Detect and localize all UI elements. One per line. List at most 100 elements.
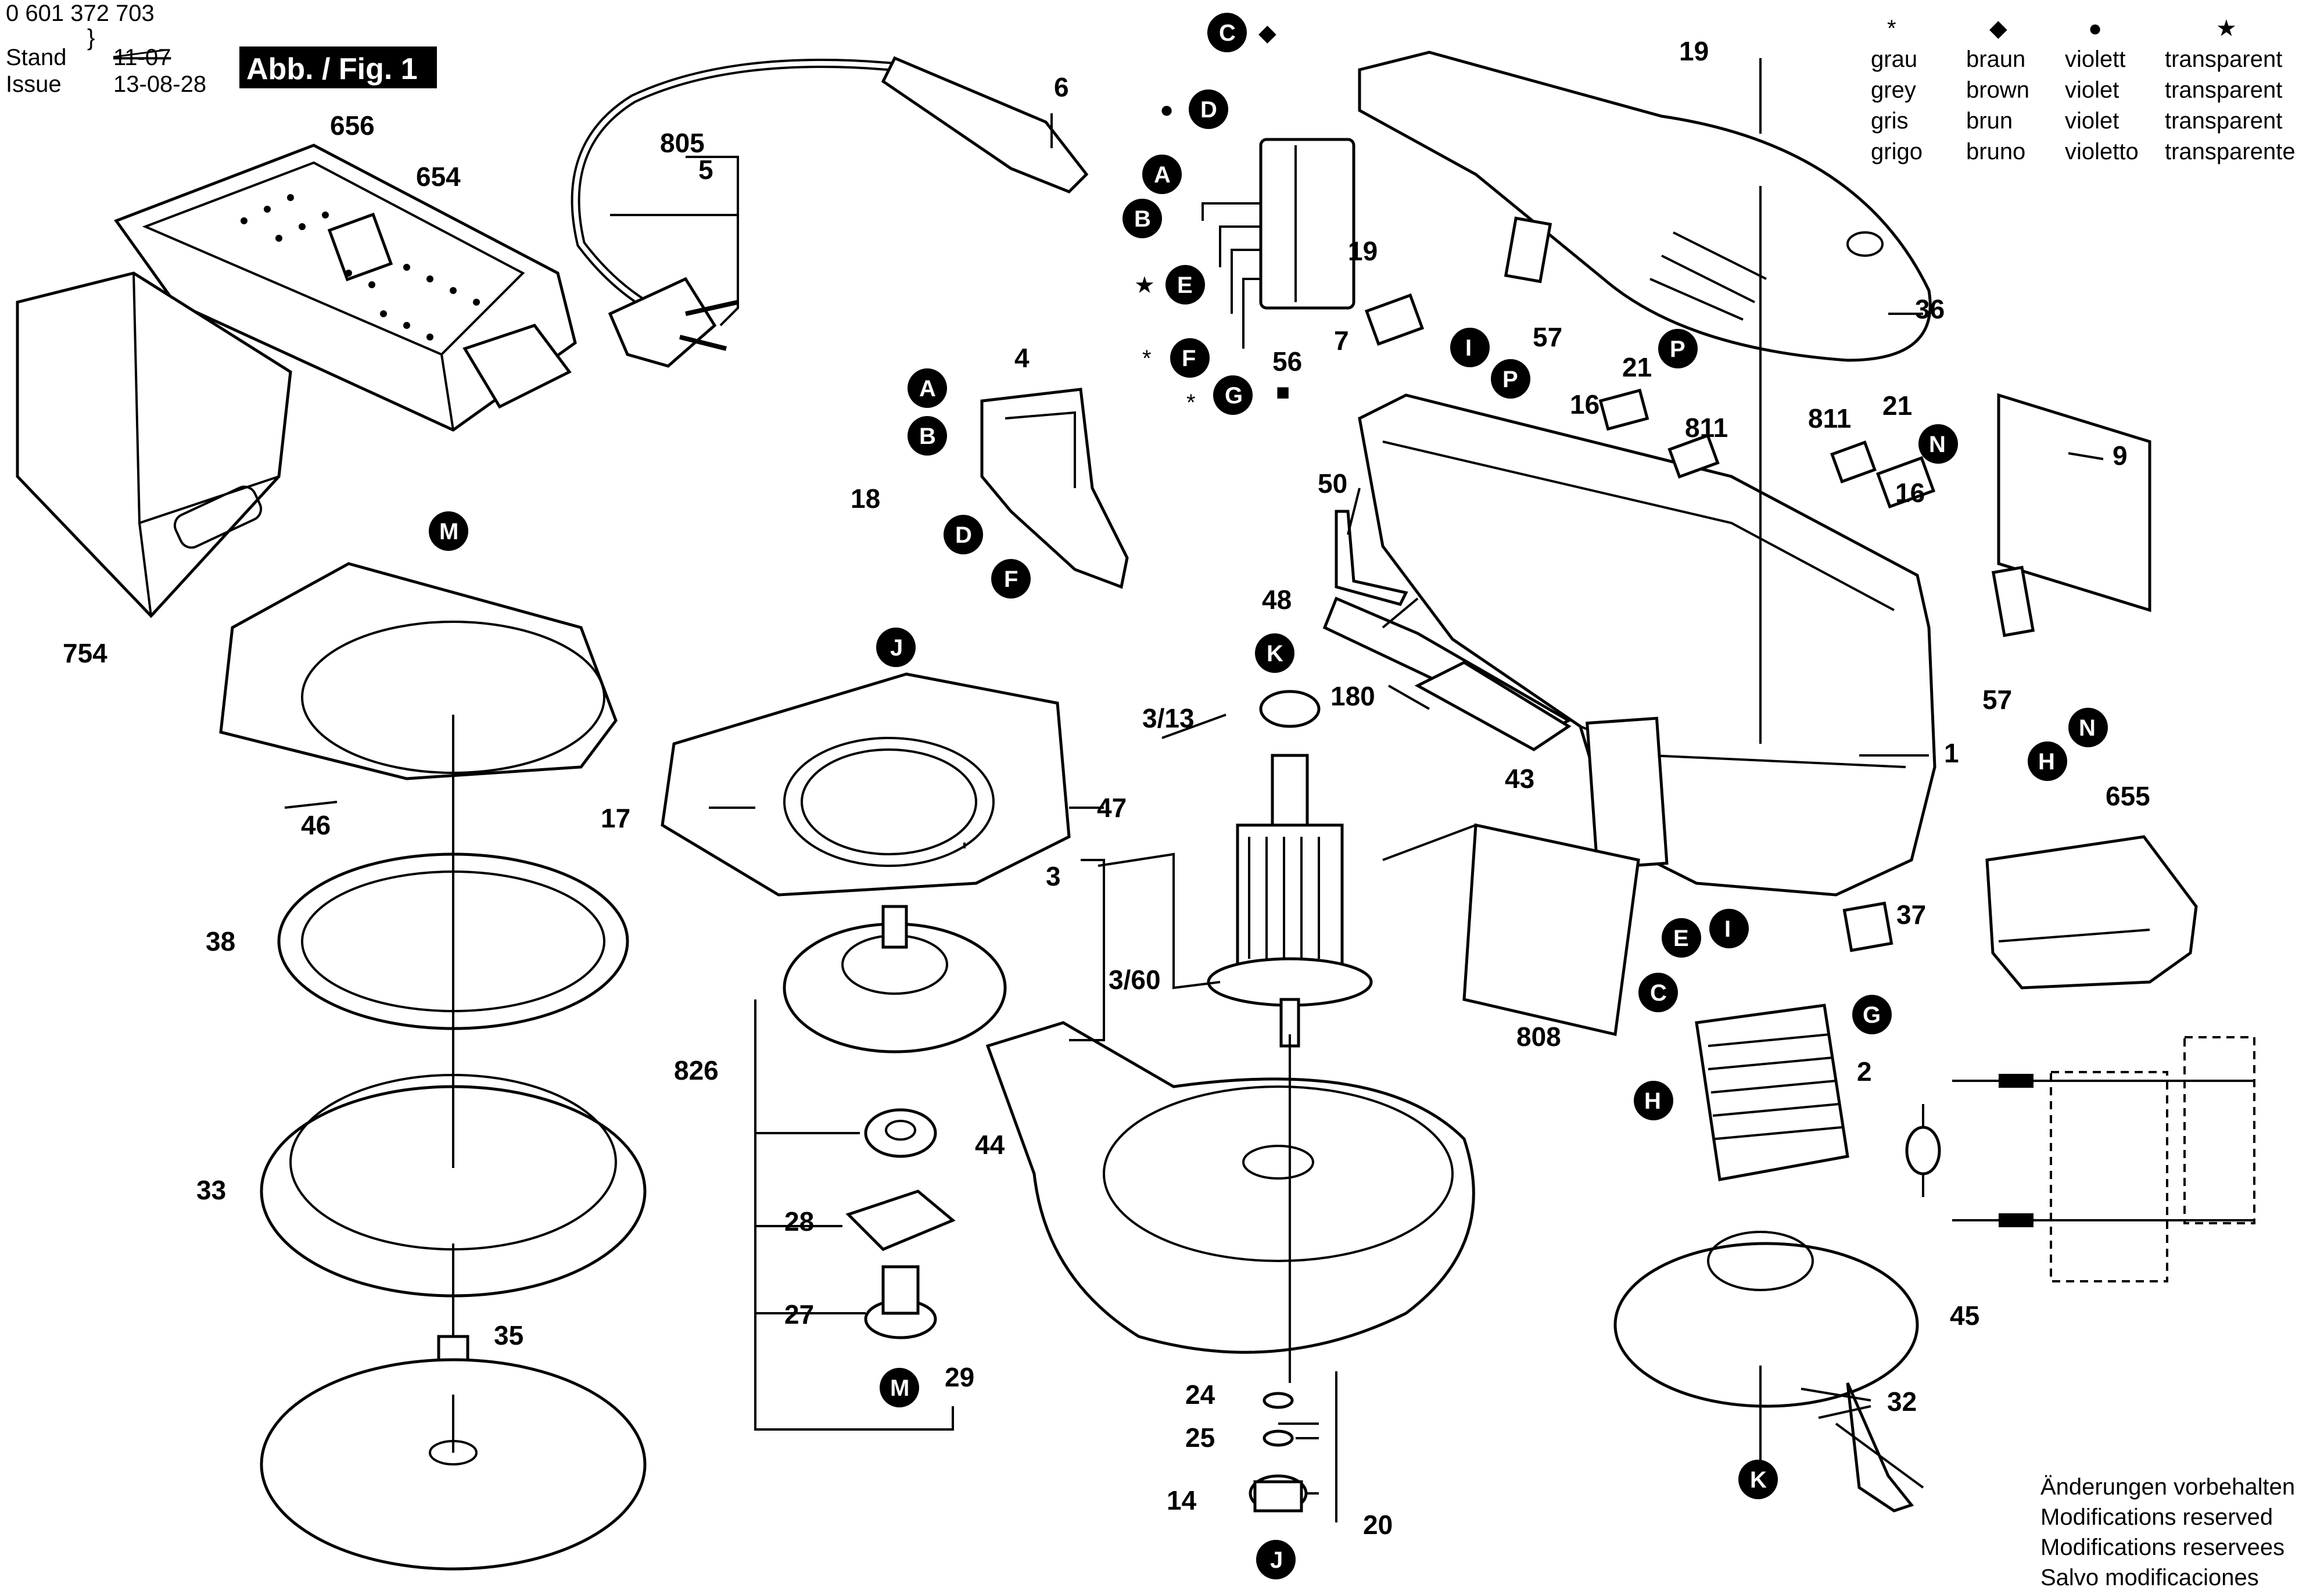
svg-text:M: M	[439, 519, 458, 544]
svg-text:P: P	[1502, 367, 1518, 392]
part-label-27: 27	[784, 1299, 814, 1330]
misc-parts-drawing	[1322, 216, 2151, 1037]
part-label-805: 805	[660, 128, 705, 158]
new-date: 13-08-28	[113, 71, 206, 97]
legend-brown-de: braun	[1966, 46, 2025, 72]
badge-f-switch: F	[991, 559, 1031, 599]
svg-text:D: D	[1200, 97, 1217, 123]
part-label-35: 35	[494, 1320, 523, 1350]
badge-e-stator: E	[1662, 918, 1701, 958]
part-label-36: 36	[1915, 294, 1945, 324]
legend-grey-it: grigo	[1871, 139, 1923, 164]
note-line-fr: Modifications reservees	[2040, 1535, 2284, 1560]
note-line-de: Änderungen vorbehalten	[2040, 1474, 2295, 1500]
pad-assembly-drawing	[219, 562, 647, 1571]
part-label-57-right: 57	[1982, 685, 2012, 715]
badge-n-upper: N	[1918, 424, 1958, 464]
legend-symbol-grey: *	[1887, 16, 1896, 41]
part-label-29: 29	[945, 1362, 974, 1392]
part-label-656: 656	[330, 110, 375, 141]
extraction-adapter-drawing	[1985, 835, 2198, 990]
legend-violet-de: violett	[2065, 46, 2126, 72]
svg-text:K: K	[1750, 1467, 1767, 1493]
part-label-56: 56	[1272, 346, 1302, 377]
badge-b-switch: B	[908, 416, 947, 456]
legend-brown-en: brown	[1966, 77, 2029, 103]
badge-k-bottom: K	[1738, 1460, 1778, 1499]
housing-cover-drawing	[1358, 51, 1932, 362]
part-label-21-left: 21	[1622, 352, 1652, 382]
svg-text:C: C	[1219, 20, 1236, 46]
svg-text:H: H	[2038, 749, 2055, 775]
badge-h-stator: H	[1634, 1081, 1673, 1120]
marker-square-56: ■	[1276, 379, 1290, 405]
svg-text:I: I	[1724, 916, 1731, 942]
part-label-2: 2	[1857, 1056, 1872, 1087]
legend-brown-fr: brun	[1966, 108, 2013, 134]
svg-text:M: M	[890, 1375, 909, 1401]
part-label-19-top: 19	[1679, 36, 1709, 66]
switch-drawing	[980, 388, 1129, 589]
part-label-24: 24	[1185, 1379, 1215, 1410]
part-label-754: 754	[63, 638, 107, 668]
legend-violet-en: violet	[2065, 77, 2119, 103]
part-label-20: 20	[1363, 1510, 1393, 1540]
marker-grey-g: *	[1186, 390, 1196, 415]
armature-drawing	[1207, 690, 1373, 1048]
badge-p-lower: P	[1491, 359, 1530, 399]
badge-c-top: C	[1207, 13, 1247, 52]
part-label-25: 25	[1185, 1422, 1215, 1453]
legend-transparent-de: transparent	[2165, 46, 2282, 72]
color-legend: * grau grey gris grigo ◆ braun brown bru…	[1871, 16, 2296, 164]
base-plate-drawing	[1613, 1231, 1919, 1513]
badge-n-lower: N	[2068, 708, 2108, 747]
part-label-16-right: 16	[1895, 478, 1925, 508]
badge-p-upper: P	[1658, 329, 1698, 368]
part-label-48: 48	[1262, 585, 1292, 615]
part-label-6: 6	[1054, 72, 1069, 102]
badge-k-top: K	[1255, 633, 1294, 673]
figure-label: Abb. / Fig. 1	[246, 52, 418, 86]
part-label-19-mid: 19	[1348, 236, 1378, 266]
power-cord-drawing	[571, 56, 1089, 368]
legend-brown-it: bruno	[1966, 139, 2025, 164]
legend-symbol-transparent: ★	[2216, 16, 2237, 41]
legend-violet-it: violetto	[2065, 139, 2139, 164]
part-label-4: 4	[1014, 343, 1030, 373]
badge-e-top: E	[1165, 265, 1205, 304]
badge-f-top: F	[1170, 338, 1210, 378]
packaging-box-drawing	[16, 271, 292, 618]
connector-badges: C ◆ D ● A B E ★ F * G * ■ I P P N N H A …	[429, 13, 2108, 1579]
wiring-schematic	[1905, 1036, 2255, 1282]
part-label-43: 43	[1505, 764, 1534, 794]
svg-text:J: J	[890, 635, 903, 661]
svg-text:B: B	[919, 424, 936, 449]
legend-grey-en: grey	[1871, 77, 1916, 103]
brace-glyph: }	[87, 25, 95, 51]
modifications-note: Änderungen vorbehalten Modifications res…	[2040, 1474, 2295, 1590]
marker-violet-d: ●	[1160, 97, 1174, 123]
badge-i-stator: I	[1709, 909, 1749, 948]
part-labels: 656 654 754 805 5 6 4 18 19 7 57 56 21 1…	[63, 36, 2150, 1540]
header: 0 601 372 703 Stand Issue } 11-07 13-08-…	[6, 1, 437, 97]
note-line-en: Modifications reserved	[2040, 1504, 2273, 1530]
part-label-28: 28	[784, 1206, 814, 1237]
part-label-46: 46	[301, 810, 331, 840]
svg-text:C: C	[1650, 980, 1667, 1006]
part-label-654: 654	[416, 162, 461, 192]
fan-housing-drawing	[985, 1021, 1475, 1354]
svg-text:G: G	[1225, 383, 1243, 408]
old-date: 11-07	[113, 45, 171, 70]
badge-j-bottom: J	[1256, 1540, 1296, 1579]
part-label-18: 18	[851, 483, 880, 514]
legend-symbol-violet: ●	[2088, 16, 2102, 41]
part-label-38: 38	[206, 926, 235, 956]
marker-transparent-e: ★	[1134, 273, 1155, 298]
part-label-3: 3	[1046, 861, 1061, 891]
svg-text:H: H	[1644, 1088, 1661, 1114]
badge-m-top: M	[429, 511, 468, 551]
svg-text:J: J	[1270, 1547, 1283, 1573]
fan-cover-drawing	[661, 672, 1071, 897]
svg-text:D: D	[955, 522, 972, 548]
